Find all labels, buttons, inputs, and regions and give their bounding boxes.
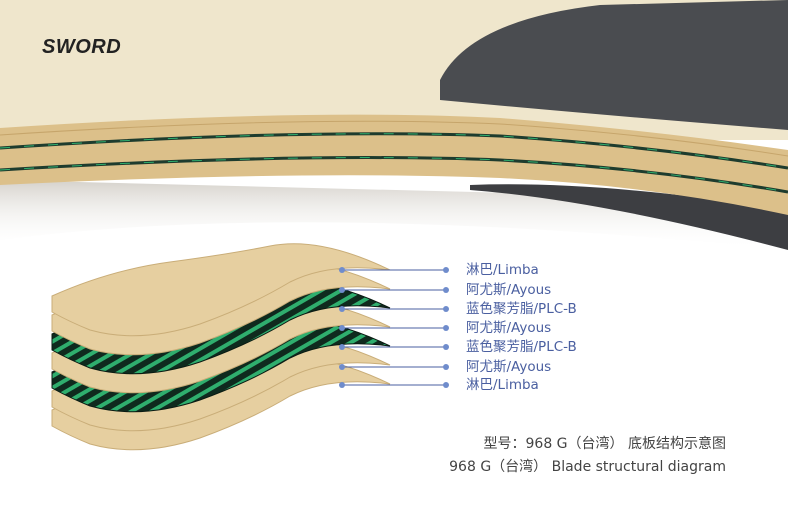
brand-logo: SWORD	[42, 36, 122, 58]
leader-dot	[443, 267, 449, 273]
leader-dot	[339, 325, 345, 331]
layer-label: 淋巴/Limba	[466, 377, 539, 393]
leader-dot	[443, 287, 449, 293]
leader-dot	[339, 382, 345, 388]
leader-dot	[339, 364, 345, 370]
blade-edge	[0, 114, 788, 215]
layer-label: 蓝色聚芳脂/PLC-B	[466, 301, 577, 317]
leader-dot	[339, 287, 345, 293]
caption-english: 968 G（台湾） Blade structural diagram	[449, 459, 726, 475]
leader-dot	[443, 344, 449, 350]
layer-label: 淋巴/Limba	[466, 262, 539, 278]
leader-dot	[339, 267, 345, 273]
leader-dot	[339, 344, 345, 350]
leader-dot	[443, 306, 449, 312]
layer-label: 阿尤斯/Ayous	[466, 282, 552, 298]
leader-dot	[339, 306, 345, 312]
leader-dot	[443, 382, 449, 388]
leader-dot	[443, 364, 449, 370]
layer-label: 阿尤斯/Ayous	[466, 359, 552, 375]
layer-label: 阿尤斯/Ayous	[466, 320, 552, 336]
layer-label: 蓝色聚芳脂/PLC-B	[466, 339, 577, 355]
layer-diagram	[51, 243, 391, 451]
caption-chinese: 型号：968 G（台湾） 底板结构示意图	[483, 436, 726, 452]
wood-layer	[51, 243, 391, 337]
rubber-sheet	[440, 0, 788, 130]
blade-photo	[0, 0, 788, 250]
label-leaders	[339, 267, 449, 388]
leader-dot	[443, 325, 449, 331]
